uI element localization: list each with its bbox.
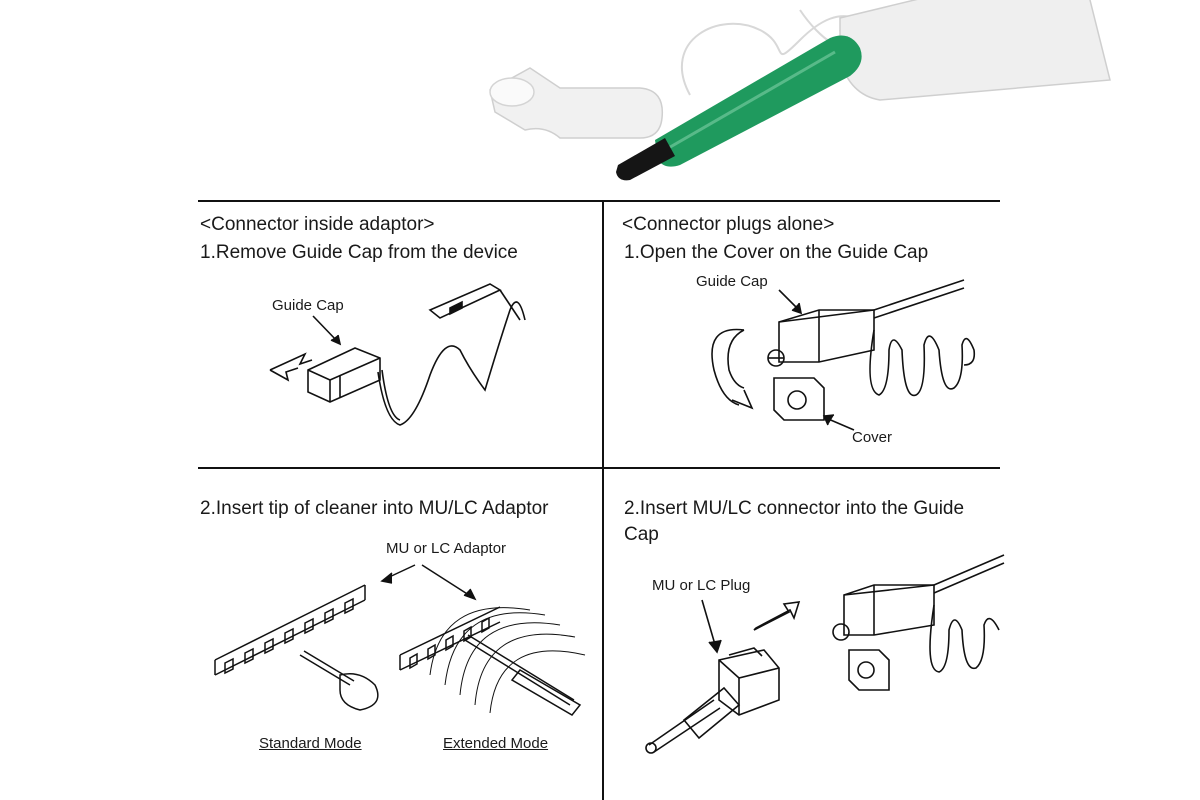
grid-line-top <box>198 200 1000 202</box>
step-open-cover: 1.Open the Cover on the Guide Cap <box>624 240 994 266</box>
step-insert-connector-into-guide-cap: 2.Insert MU/LC connector into the Guide … <box>624 496 1000 548</box>
panel-heading-connector-inside-adaptor: <Connector inside adaptor> <box>200 213 435 237</box>
caption-standard-mode: Standard Mode <box>259 735 362 752</box>
step-remove-guide-cap: 1.Remove Guide Cap from the device <box>200 240 600 266</box>
open-cover-diagram <box>604 270 1004 450</box>
grid-line-middle <box>198 467 1000 469</box>
insert-tip-diagram <box>200 555 600 735</box>
step-insert-tip-into-adaptor: 2.Insert tip of cleaner into MU/LC Adapt… <box>200 496 600 522</box>
remove-guide-cap-diagram <box>200 280 600 460</box>
panel-heading-connector-plugs-alone: <Connector plugs alone> <box>622 213 834 237</box>
cleaner-tool-illustration <box>0 0 1200 200</box>
insert-connector-diagram <box>604 560 1004 760</box>
caption-extended-mode: Extended Mode <box>443 735 548 752</box>
